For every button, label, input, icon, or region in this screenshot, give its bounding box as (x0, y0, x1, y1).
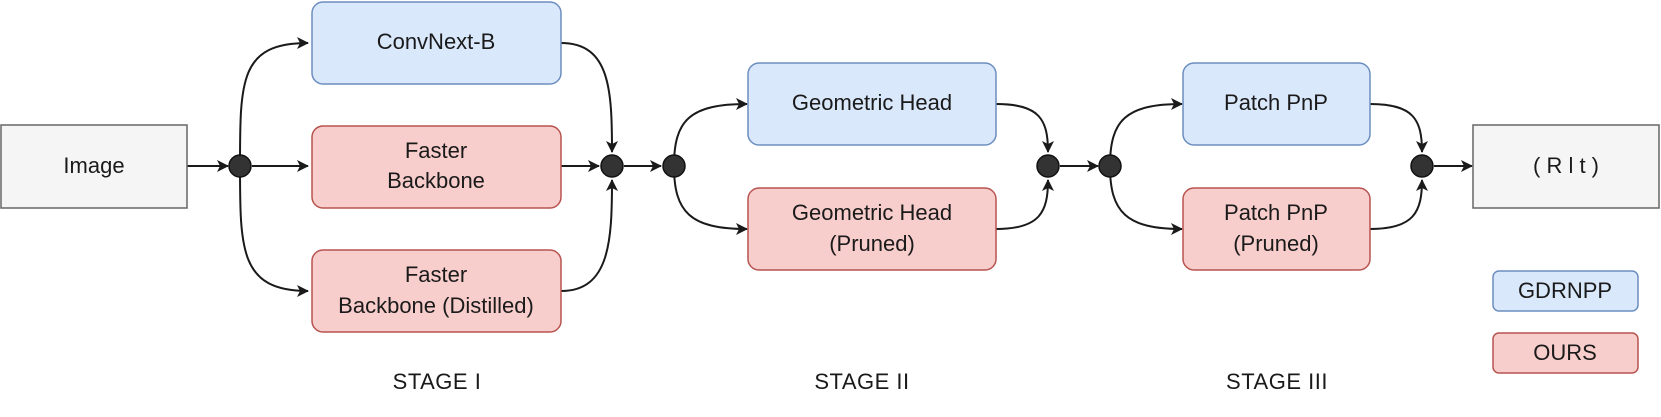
edge-pnppruned-to-junction6 (1369, 179, 1428, 230)
edge-junction3-to-geopruned (673, 165, 748, 235)
input-label: Image (63, 153, 124, 178)
geometric-head-node: Geometric Head (747, 62, 997, 146)
patch-pnp-pruned-line2: (Pruned) (1233, 231, 1319, 256)
edges (187, 37, 1473, 297)
faster-backbone-label-line1: Faster (405, 138, 467, 163)
edge-geohead-to-junction4 (995, 103, 1054, 153)
geometric-head-pruned-line1: Geometric Head (792, 200, 952, 225)
geometric-head-pruned-line2: (Pruned) (829, 231, 915, 256)
junction-3 (662, 154, 686, 178)
stage-2-label: STAGE II (814, 369, 909, 394)
convnext-label: ConvNext-B (377, 29, 496, 54)
junction-1 (228, 154, 252, 178)
distilled-label-line2: Backbone (Distilled) (338, 293, 534, 318)
legend-ours: OURS (1492, 332, 1639, 374)
edge-junction1-to-convnext (239, 37, 309, 167)
junction-4 (1036, 154, 1060, 178)
patch-pnp-pruned-node: Patch PnP (Pruned) (1182, 187, 1371, 271)
output-label: ( R l t ) (1533, 153, 1599, 178)
legend-gdrnpp: GDRNPP (1492, 270, 1639, 312)
patch-pnp-label: Patch PnP (1224, 90, 1328, 115)
distilled-label-line1: Faster (405, 262, 467, 287)
geometric-head-pruned-node: Geometric Head (Pruned) (747, 187, 997, 271)
edge-pnp-to-junction6 (1369, 103, 1428, 153)
junction-6 (1410, 154, 1434, 178)
edge-junction5-to-pnppruned (1109, 165, 1183, 235)
edge-junction3-to-geohead (673, 98, 748, 167)
geometric-head-label: Geometric Head (792, 90, 952, 115)
stage-labels: STAGE I STAGE II STAGE III (393, 369, 1328, 394)
junctions (228, 154, 1434, 178)
junction-2 (600, 154, 624, 178)
stage-1-label: STAGE I (393, 369, 482, 394)
convnext-node: ConvNext-B (311, 1, 562, 85)
faster-backbone-distilled-node: Faster Backbone (Distilled) (311, 249, 562, 333)
legend-gdrnpp-label: GDRNPP (1518, 278, 1612, 303)
input-node: Image (0, 124, 188, 209)
output-node: ( R l t ) (1472, 124, 1660, 209)
patch-pnp-node: Patch PnP (1182, 62, 1371, 146)
patch-pnp-pruned-line1: Patch PnP (1224, 200, 1328, 225)
junction-5 (1098, 154, 1122, 178)
edge-junction1-to-distilled (239, 165, 309, 297)
faster-backbone-label-line2: Backbone (387, 168, 485, 193)
legend-ours-label: OURS (1533, 340, 1597, 365)
edge-convnext-to-junction2 (560, 42, 618, 153)
faster-backbone-node: Faster Backbone (311, 125, 562, 209)
stage-3-label: STAGE III (1226, 369, 1328, 394)
edge-geopruned-to-junction4 (995, 179, 1054, 230)
edge-junction5-to-pnp (1109, 98, 1183, 167)
legend: GDRNPP OURS (1492, 270, 1639, 374)
edge-distilled-to-junction2 (560, 179, 618, 292)
